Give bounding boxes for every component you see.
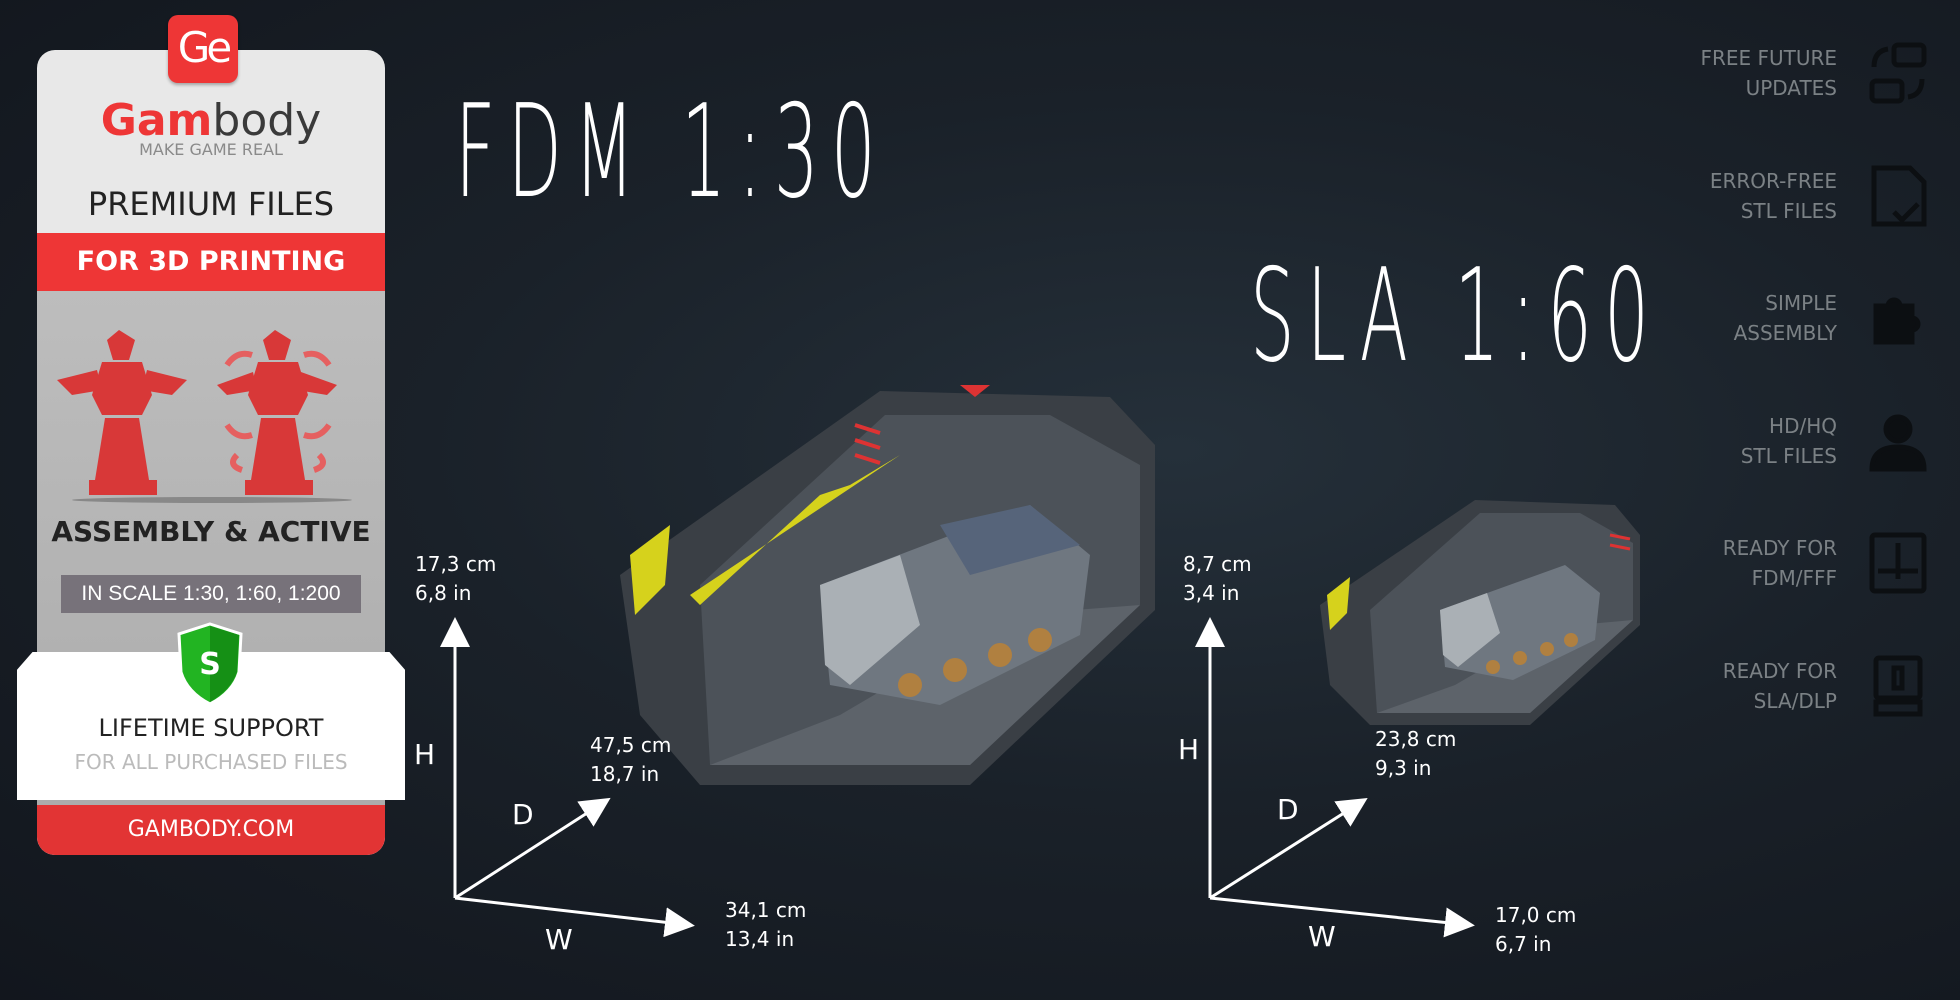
sla-hangar-model [1320,500,1640,725]
feature-line2: SLA/DLP [1753,689,1837,713]
sla-height-in: 3,4 in [1183,581,1240,605]
feature-line2: UPDATES [1745,76,1837,100]
fdm-width-in: 13,4 in [725,927,795,951]
sla-width-cm: 17,0 cm [1495,903,1577,927]
sla-printer-icon [1873,655,1923,717]
sla-heading: SLA 1:60 [1250,242,1661,391]
fdm-height-cm: 17,3 cm [415,552,497,576]
fdm-height: 17,3 cm 6,8 in [415,550,496,608]
assembly-active-label: ASSEMBLY & ACTIVE [51,515,371,548]
support-title: LIFETIME SUPPORT [98,714,324,742]
sla-height-cm: 8,7 cm [1183,552,1252,576]
fdm-h-label: H [414,738,436,771]
file-check-icon [1871,165,1927,227]
sla-width-in: 6,7 in [1495,932,1552,956]
fdm-width: 34,1 cm 13,4 in [725,896,806,954]
shield-icon: S [177,622,243,706]
update-arrows-icon [1869,42,1927,104]
feature-puzzle: SIMPLE ASSEMBLY [1537,288,1837,348]
feature-line1: SIMPLE [1765,291,1837,315]
fdm-heading: FDM 1:30 [455,78,888,227]
feature-fdm-printer: READY FOR FDM/FFF [1537,533,1837,593]
scale-label: IN SCALE 1:30, 1:60, 1:200 [61,575,361,613]
sla-depth: 23,8 cm 9,3 in [1375,725,1456,783]
fdm-depth: 47,5 cm 18,7 in [590,731,671,789]
shield-letter: S [199,647,221,682]
sla-h-label: H [1178,733,1200,766]
feature-sla-printer: READY FOR SLA/DLP [1537,656,1837,716]
fdm-width-cm: 34,1 cm [725,898,807,922]
figures-illustration [57,330,352,503]
sla-d-label: D [1277,793,1299,826]
fdm-printer-icon [1869,532,1927,594]
tagline: MAKE GAME REAL [139,140,283,159]
feature-line1: READY FOR [1722,536,1837,560]
brand-red: Gam [100,95,213,146]
brand-logo: Gambody [37,95,385,146]
support-subtitle: FOR ALL PURCHASED FILES [74,750,348,774]
sla-depth-in: 9,3 in [1375,756,1432,780]
fdm-depth-cm: 47,5 cm [590,733,672,757]
sla-height: 8,7 cm 3,4 in [1183,550,1252,608]
sla-depth-cm: 23,8 cm [1375,727,1457,751]
sla-w-label: W [1308,920,1336,953]
fdm-height-in: 6,8 in [415,581,472,605]
brand-dark: body [212,95,322,146]
fdm-w-label: W [545,923,573,956]
feature-line2: STL FILES [1740,444,1837,468]
for-3d-printing-band: FOR 3D PRINTING [37,233,385,291]
feature-line1: READY FOR [1722,659,1837,683]
fdm-d-label: D [512,798,534,831]
feature-file-check: ERROR-FREE STL FILES [1537,166,1837,226]
premium-files-label: PREMIUM FILES [87,185,335,223]
feature-line2: FDM/FFF [1751,566,1837,590]
feature-line2: STL FILES [1740,199,1837,223]
gambody-link[interactable]: GAMBODY.COM [37,805,385,855]
puzzle-icon [1873,297,1921,345]
feature-engineer: HD/HQ STL FILES [1537,411,1837,471]
footer-text: GAMBODY.COM [127,817,295,842]
logo-badge: Ge [168,15,238,83]
feature-update-arrows: FREE FUTURE UPDATES [1537,43,1837,103]
engineer-icon [1869,414,1927,472]
feature-line1: HD/HQ [1769,414,1837,438]
sla-w-axis [1209,896,1475,938]
sla-width: 17,0 cm 6,7 in [1495,901,1576,959]
sla-d-axis [1209,797,1368,900]
fdm-hangar-model [620,385,1155,785]
feature-line1: FREE FUTURE [1700,46,1837,70]
feature-line1: ERROR-FREE [1709,169,1837,193]
feature-line2: ASSEMBLY [1733,321,1837,345]
fdm-w-axis [454,896,695,938]
fdm-depth-in: 18,7 in [590,762,660,786]
fdm-d-axis [454,797,611,900]
